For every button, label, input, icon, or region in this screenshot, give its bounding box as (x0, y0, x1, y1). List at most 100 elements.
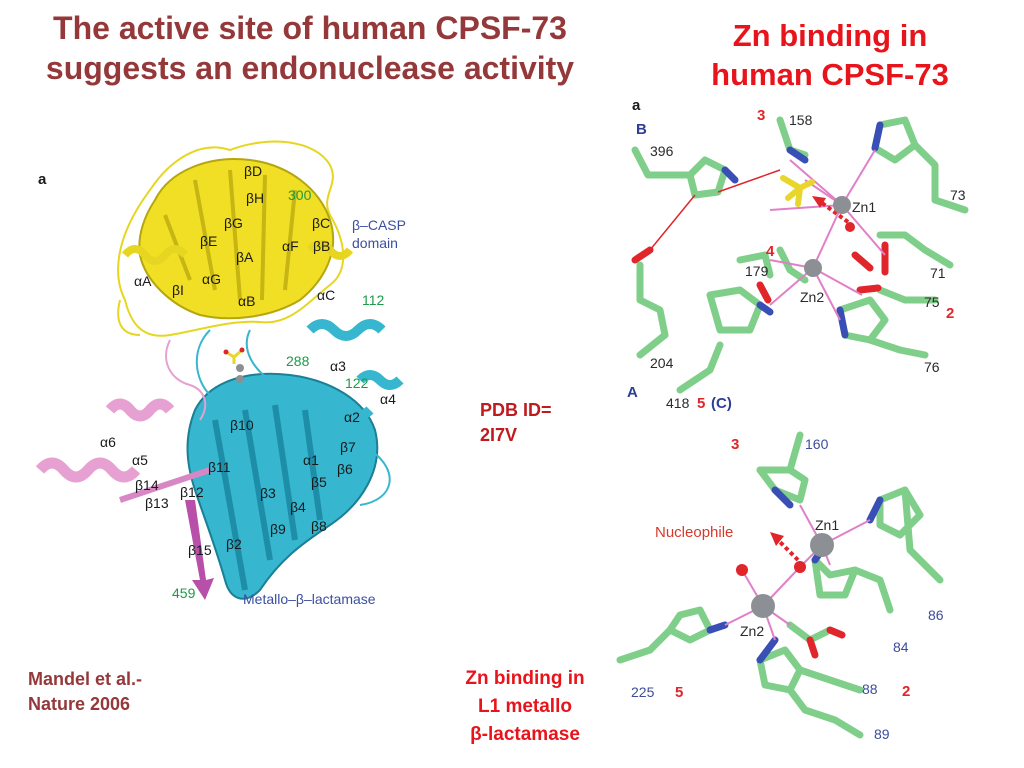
cpsf-hbond-1 (717, 169, 781, 193)
cpsf-c-396-chain (631, 146, 694, 179)
pdb-line2: 2I7V (480, 425, 518, 445)
residue-459: 459 (172, 585, 196, 601)
metallo-strand3 (272, 404, 298, 541)
cpsf-c-396-ring (686, 156, 729, 199)
cpsf-bond-8 (812, 267, 841, 321)
l1-zn2-atom (751, 594, 775, 618)
protein-ribbon-structure: a (35, 140, 406, 607)
citation-line2: Nature 2006 (28, 694, 131, 714)
right-title-line2: human CPSF-73 (711, 57, 949, 92)
cpsf-o-1 (631, 246, 654, 264)
metallo-strand4 (302, 409, 323, 521)
cpsf-o-3 (851, 251, 874, 272)
l1-caption-line2: L1 metallo (478, 696, 572, 717)
l1-carbon-skeleton (616, 431, 944, 739)
l1-c-89-chain (786, 686, 864, 739)
cpsf-nucleophile-arrow (816, 198, 850, 224)
label-bH: βH (246, 190, 264, 206)
label-b2: β2 (226, 536, 242, 552)
structure-zn-atom-1 (236, 364, 244, 372)
pink-loop (165, 339, 207, 421)
cpsf-zn2-atom (804, 259, 822, 277)
structure-panel-label: a (38, 171, 47, 188)
beta-casp-domain (117, 140, 354, 337)
label-a6: α6 (100, 434, 116, 450)
residue-288: 288 (286, 353, 310, 369)
label-a1: α1 (303, 452, 319, 468)
label-bC: βC (312, 215, 330, 231)
cpsf-residue-73: 73 (950, 187, 966, 203)
label-aG: αG (202, 271, 221, 287)
label-b11: β11 (208, 459, 231, 475)
cpsf-panel-label: a (632, 97, 641, 114)
beta-casp-helix-right (306, 240, 354, 260)
pdb-line1: PDB ID= (480, 400, 552, 420)
l1-ligand-3: 3 (731, 436, 739, 453)
l1-water-oxygen-2 (794, 561, 806, 573)
cpsf-c-204-chain (636, 261, 669, 359)
l1-c-225-ring (666, 606, 714, 644)
cpsf-bond-1 (841, 149, 876, 206)
cpsf-o-2 (756, 281, 772, 304)
cpsf-nitrogen-bonds (721, 121, 884, 339)
l1-residue-84: 84 (893, 639, 909, 655)
cpsf-residue-158: 158 (789, 112, 813, 128)
l1-ligand-2: 2 (902, 683, 910, 700)
structure-active-site (223, 347, 245, 383)
citation: Mandel et al.- Nature 2006 (28, 667, 142, 717)
l1-residue-88: 88 (862, 681, 878, 697)
pink-helix1 (35, 457, 141, 483)
label-b3: β3 (260, 485, 276, 501)
metallo-loop1 (195, 329, 211, 396)
cpsf-zn1-atom (833, 196, 851, 214)
cpsf-ligand-4: 4 (766, 243, 775, 260)
cpsf-residue-396: 396 (650, 143, 674, 159)
metallo-helix-top (306, 319, 386, 341)
label-bA: βA (236, 249, 254, 265)
cpsf-label-B: B (636, 121, 647, 138)
cpsf-arrow-head (812, 196, 826, 208)
pink-strand (119, 467, 211, 503)
cpsf-oxygen-bonds (631, 241, 889, 304)
cpsf-zn1-label: Zn1 (852, 199, 876, 215)
label-b12: β12 (180, 484, 204, 500)
label-b10: β10 (230, 417, 254, 433)
cpsf-ligand-2: 2 (946, 305, 954, 322)
label-bE: βE (200, 233, 217, 249)
label-b8: β8 (311, 518, 327, 534)
l1-n-4 (706, 621, 729, 634)
right-title: Zn binding in human CPSF-73 (690, 16, 970, 94)
label-b5: β5 (311, 474, 327, 490)
metallo-strand1 (212, 419, 248, 591)
cpsf-bond-2 (841, 204, 886, 256)
cpsf73-active-site: a B 3 158 396 (627, 97, 969, 412)
label-b7: β7 (340, 439, 356, 455)
label-a5: α5 (132, 452, 148, 468)
cpsf-c-75-chain (876, 286, 939, 304)
cpsf-hydrogen-bonds (649, 169, 781, 251)
l1-residue-160: 160 (805, 436, 829, 452)
metallo-beta-lactamase-domain (186, 319, 404, 600)
cpsf-bond-7 (812, 267, 863, 296)
residue-300: 300 (288, 187, 312, 203)
l1-c-160-ring (756, 466, 809, 504)
l1-zn1-label: Zn1 (815, 517, 839, 533)
l1-active-site: 3 160 (616, 431, 944, 742)
l1-c-84-ring (811, 556, 859, 599)
l1-zn1-atom (810, 533, 834, 557)
l1-n-1 (771, 486, 794, 509)
l1-ligand-5: 5 (675, 684, 683, 701)
slide-title-line1: The active site of human CPSF-73 (53, 10, 567, 46)
label-aC: αC (317, 287, 335, 303)
cpsf-c-179-center (776, 246, 809, 284)
beta-casp-strand4 (283, 189, 297, 291)
metallo-domain-label: Metallo–β–lactamase (243, 591, 376, 607)
cpsf-c-179-chain (736, 251, 774, 279)
beta-casp-loop (117, 140, 345, 337)
label-b13: β13 (145, 495, 169, 511)
metallo-loop2 (245, 329, 271, 381)
metallo-loop3 (359, 449, 391, 506)
label-b9: β9 (270, 521, 286, 537)
metallo-helix-right (356, 370, 404, 390)
label-b15: β15 (188, 542, 212, 558)
